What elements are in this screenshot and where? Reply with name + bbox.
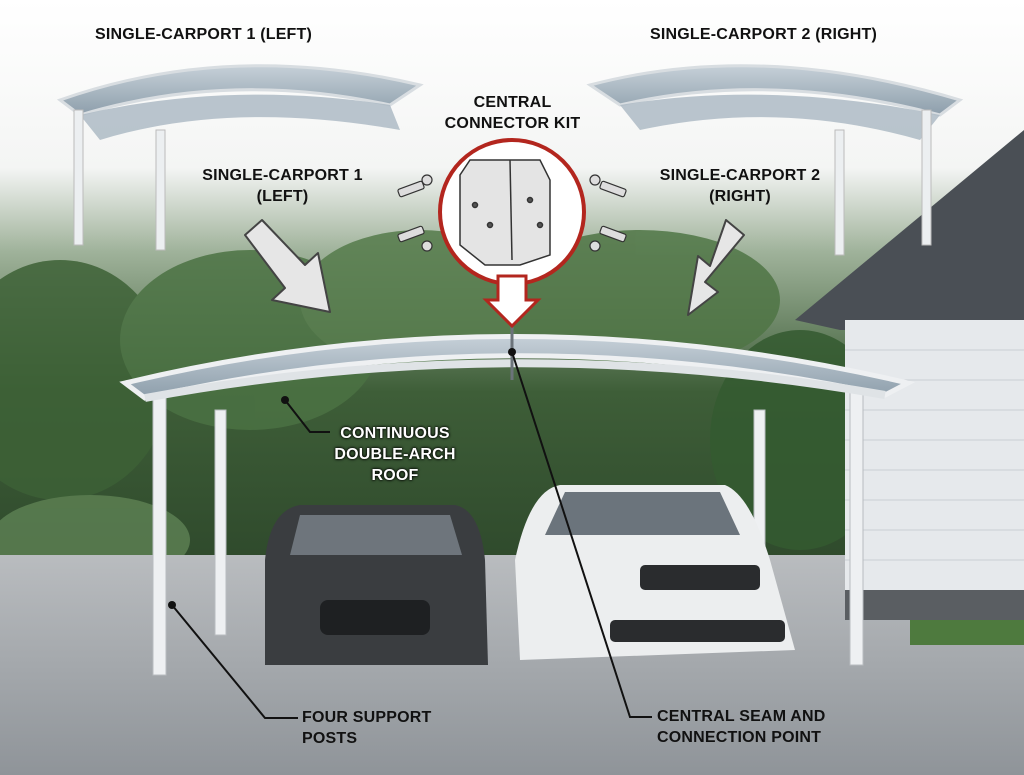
label-central-connector-kit: CENTRAL CONNECTOR KIT xyxy=(440,92,585,134)
leader-line-seam xyxy=(511,351,652,718)
label-line: (LEFT) xyxy=(256,188,309,205)
label-single-carport-1: SINGLE-CARPORT 1 (LEFT) xyxy=(195,165,370,207)
support-post xyxy=(152,394,167,676)
single-carport-right xyxy=(586,64,964,256)
label-line: SINGLE-CARPORT 1 xyxy=(202,167,363,184)
single-carport-left xyxy=(56,64,424,251)
label-line: DOUBLE-ARCH xyxy=(334,446,456,463)
bolt-icon xyxy=(599,180,627,198)
label-line: SINGLE-CARPORT 2 xyxy=(659,167,821,184)
label-line: ROOF xyxy=(371,467,419,484)
leader-dot xyxy=(281,396,289,404)
label-single-carport-1-top: SINGLE-CARPORT 1 (LEFT) xyxy=(95,26,313,43)
label-line: CONTINUOUS xyxy=(340,425,450,442)
bolts-and-nuts xyxy=(397,174,627,252)
label-line: POSTS xyxy=(302,730,358,747)
connector-kit xyxy=(438,138,586,329)
label-single-carport-2-top: SINGLE-CARPORT 2 (RIGHT) xyxy=(650,26,878,43)
arrow-left-icon xyxy=(244,219,331,313)
nut-icon xyxy=(589,174,601,186)
leader-dot xyxy=(508,348,516,356)
bolt-icon xyxy=(599,225,627,243)
label-line: CENTRAL SEAM AND xyxy=(657,708,826,725)
dark-car xyxy=(265,505,488,665)
leader-dot xyxy=(168,601,176,609)
label-single-carport-2: SINGLE-CARPORT 2 (RIGHT) xyxy=(650,165,830,207)
bracket-icon xyxy=(459,159,551,266)
label-line: CENTRAL xyxy=(473,94,552,111)
support-post xyxy=(214,409,227,636)
nut-icon xyxy=(421,240,433,252)
nut-icon xyxy=(421,174,433,186)
label-line: (RIGHT) xyxy=(709,188,771,205)
label-four-support-posts: FOUR SUPPORT POSTS xyxy=(302,707,432,749)
white-car xyxy=(515,485,795,660)
arrow-down-icon xyxy=(482,274,542,329)
house xyxy=(795,130,1024,645)
support-posts xyxy=(152,384,864,676)
bolt-icon xyxy=(397,180,425,198)
label-double-arch-roof: CONTINUOUS DOUBLE-ARCH ROOF xyxy=(325,423,465,486)
label-line: CONNECTOR KIT xyxy=(444,115,581,132)
nut-icon xyxy=(589,240,601,252)
label-line: CONNECTION POINT xyxy=(657,729,822,746)
arrow-right-icon xyxy=(687,219,745,316)
bolt-icon xyxy=(397,225,425,243)
leader-line-posts xyxy=(171,604,298,719)
leader-line-roof xyxy=(284,399,330,433)
label-line: FOUR SUPPORT xyxy=(302,709,432,726)
support-post xyxy=(849,384,864,666)
label-central-seam: CENTRAL SEAM AND CONNECTION POINT xyxy=(657,706,826,748)
